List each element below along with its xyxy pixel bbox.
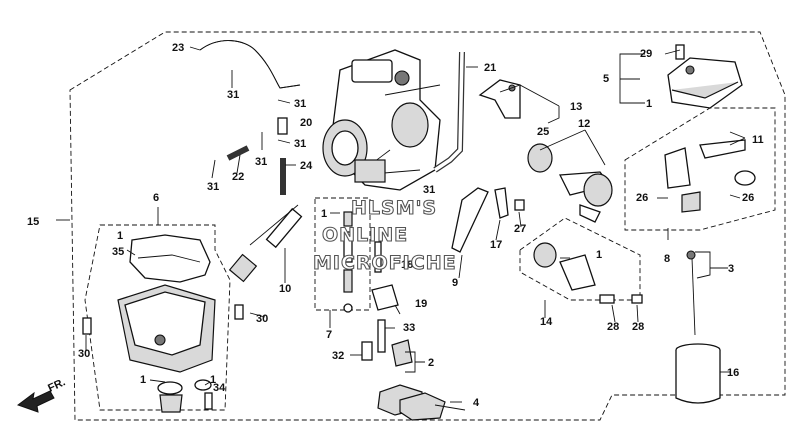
tube-22: [226, 145, 250, 161]
callout-6: 6: [153, 192, 159, 204]
callout-29: 29: [640, 48, 652, 60]
callout-25: 25: [537, 126, 549, 138]
jet-stack: [343, 211, 353, 313]
accel-pump-group-box: [519, 217, 641, 301]
jet-needle: [691, 257, 696, 336]
callout-18: 18: [401, 259, 413, 271]
callout-21: 21: [484, 62, 496, 74]
callout-4: 4: [473, 397, 480, 409]
callout-35: 35: [112, 246, 124, 258]
needle-valve-2: [391, 339, 413, 367]
choke-lever: [451, 187, 489, 253]
carburetor-body: [322, 49, 441, 191]
front-arrow-label: FR.: [46, 376, 67, 394]
assembly-boundary: [69, 31, 786, 421]
callout-11: 11: [752, 134, 764, 146]
front-arrow-icon: [16, 390, 55, 413]
float-4: [377, 384, 466, 421]
callout-14: 14: [540, 316, 553, 328]
callout-31: 31: [294, 138, 306, 150]
callout-26: 26: [742, 192, 754, 204]
callout-15: 15: [27, 216, 39, 228]
callout-5: 5: [603, 73, 609, 85]
callout-1: 1: [210, 374, 216, 386]
accel-pump: [533, 242, 643, 304]
callout-24: 24: [300, 160, 313, 172]
throttle-drum: [527, 143, 613, 223]
callout-8: 8: [664, 253, 670, 265]
callout-17: 17: [490, 239, 502, 251]
callout-1: 1: [646, 98, 652, 110]
callout-23: 23: [172, 42, 184, 54]
callout-30: 30: [78, 348, 90, 360]
callout-32: 32: [332, 350, 344, 362]
jet-group-box: [314, 197, 371, 311]
watermark: HLSM'S ONLINE MICROFICHE: [312, 196, 457, 274]
throttle-link-group-box: [624, 107, 776, 231]
front-direction-arrow: FR.: [16, 376, 67, 413]
callout-26: 26: [636, 192, 648, 204]
callout-19: 19: [415, 298, 427, 310]
callout-12: 12: [578, 118, 590, 130]
watermark-line-2: ONLINE: [322, 224, 408, 246]
callout-30: 30: [256, 313, 268, 325]
top-cover: [667, 44, 743, 109]
callout-1: 1: [117, 230, 123, 242]
callout-28: 28: [632, 321, 644, 333]
callout-31: 31: [423, 184, 435, 196]
callout-22: 22: [232, 171, 244, 183]
callout-16: 16: [727, 367, 739, 379]
callout-1: 1: [140, 374, 146, 386]
callout-31: 31: [294, 98, 306, 110]
callout-31: 31: [255, 156, 267, 168]
callout-1: 1: [596, 249, 602, 261]
callout-13: 13: [570, 101, 582, 113]
callout-27: 27: [514, 223, 526, 235]
leader-lines: [56, 46, 746, 403]
callout-33: 33: [403, 322, 415, 334]
vent-tube-23: [199, 40, 301, 89]
float-chamber: [117, 234, 216, 413]
callout-34: 34: [213, 382, 226, 394]
callout-10: 10: [279, 283, 291, 295]
float-valve-19: [371, 284, 399, 311]
callout-labels: 23 31 31 20 31 31 24 22 31 21 13 25 12 2…: [27, 42, 764, 409]
callout-9: 9: [452, 277, 458, 289]
callout-7: 7: [326, 329, 332, 341]
pilot-screw: [228, 204, 303, 283]
callout-3: 3: [728, 263, 734, 275]
throttle-valve-16: [675, 343, 721, 404]
callout-31: 31: [207, 181, 219, 193]
callout-28: 28: [607, 321, 619, 333]
callout-2: 2: [428, 357, 434, 369]
watermark-line-3: MICROFICHE: [313, 252, 457, 274]
watermark-line-1: HLSM'S: [351, 197, 437, 219]
callout-1: 1: [321, 208, 327, 220]
callout-20: 20: [300, 117, 312, 129]
callout-31: 31: [227, 89, 239, 101]
